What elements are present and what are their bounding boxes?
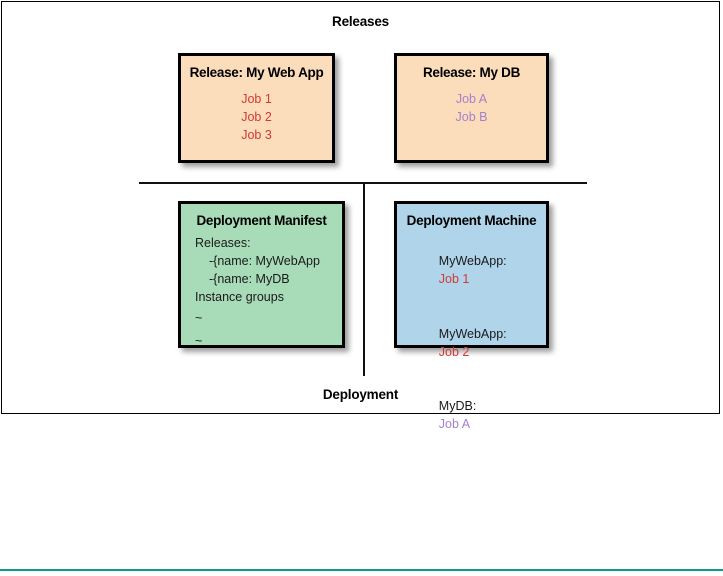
- card-deployment-manifest-body: Releases: -{name: MyWebApp -{name: MyDB …: [181, 234, 342, 354]
- machine-entry-job: Job A: [438, 417, 471, 432]
- card-release-my-db-title: Release: My DB: [422, 65, 521, 80]
- manifest-line: Releases:: [195, 236, 251, 250]
- card-deployment-manifest-title: Deployment Manifest: [196, 213, 327, 228]
- machine-entry-job: Job 2: [438, 344, 470, 359]
- machine-entry: MyDB: Job A: [411, 379, 546, 452]
- manifest-line: ~: [195, 310, 203, 325]
- releases-section-caption: Releases: [332, 14, 389, 29]
- job-item: Job 3: [241, 128, 272, 143]
- bottom-teal-rule: [0, 569, 723, 571]
- vertical-divider-rule: [363, 183, 365, 376]
- deployment-section-caption: Deployment: [322, 387, 399, 402]
- job-item: Job 2: [241, 110, 272, 125]
- machine-entry-release: MyDB:: [438, 399, 477, 414]
- machine-entry-release: MyWebApp:: [438, 326, 507, 341]
- manifest-line: Instance groups: [195, 290, 284, 305]
- card-release-my-db-job-list: Job A Job B: [397, 90, 546, 126]
- card-release-my-db: Release: My DB Job A Job B: [394, 53, 549, 163]
- figure-frame: Releases Release: My Web App Job 1 Job 2…: [1, 1, 720, 431]
- machine-entry-job: Job 1: [438, 272, 470, 287]
- manifest-line: ~: [195, 334, 203, 349]
- machine-entry-release: MyWebApp:: [438, 254, 507, 269]
- card-deployment-machine-title: Deployment Machine: [406, 213, 537, 228]
- card-deployment-machine-body: MyWebApp: Job 1 MyWebApp: Job 2 MyDB: Jo…: [397, 234, 546, 452]
- card-deployment-manifest: Deployment Manifest Releases: -{name: My…: [178, 201, 345, 348]
- card-release-my-web-app-job-list: Job 1 Job 2 Job 3: [181, 90, 332, 144]
- job-item: Job 1: [241, 92, 272, 106]
- manifest-line: -{name: MyWebApp: [209, 254, 320, 269]
- card-deployment-machine: Deployment Machine MyWebApp: Job 1 MyWeb…: [394, 201, 549, 431]
- job-item: Job A: [455, 92, 488, 106]
- card-release-my-web-app: Release: My Web App Job 1 Job 2 Job 3: [178, 53, 335, 163]
- card-release-my-web-app-title: Release: My Web App: [189, 65, 324, 80]
- machine-entry: MyWebApp: Job 2: [411, 307, 546, 380]
- job-item: Job B: [455, 110, 488, 125]
- manifest-line: -{name: MyDB: [209, 272, 290, 287]
- machine-entry: MyWebApp: Job 1: [411, 234, 546, 307]
